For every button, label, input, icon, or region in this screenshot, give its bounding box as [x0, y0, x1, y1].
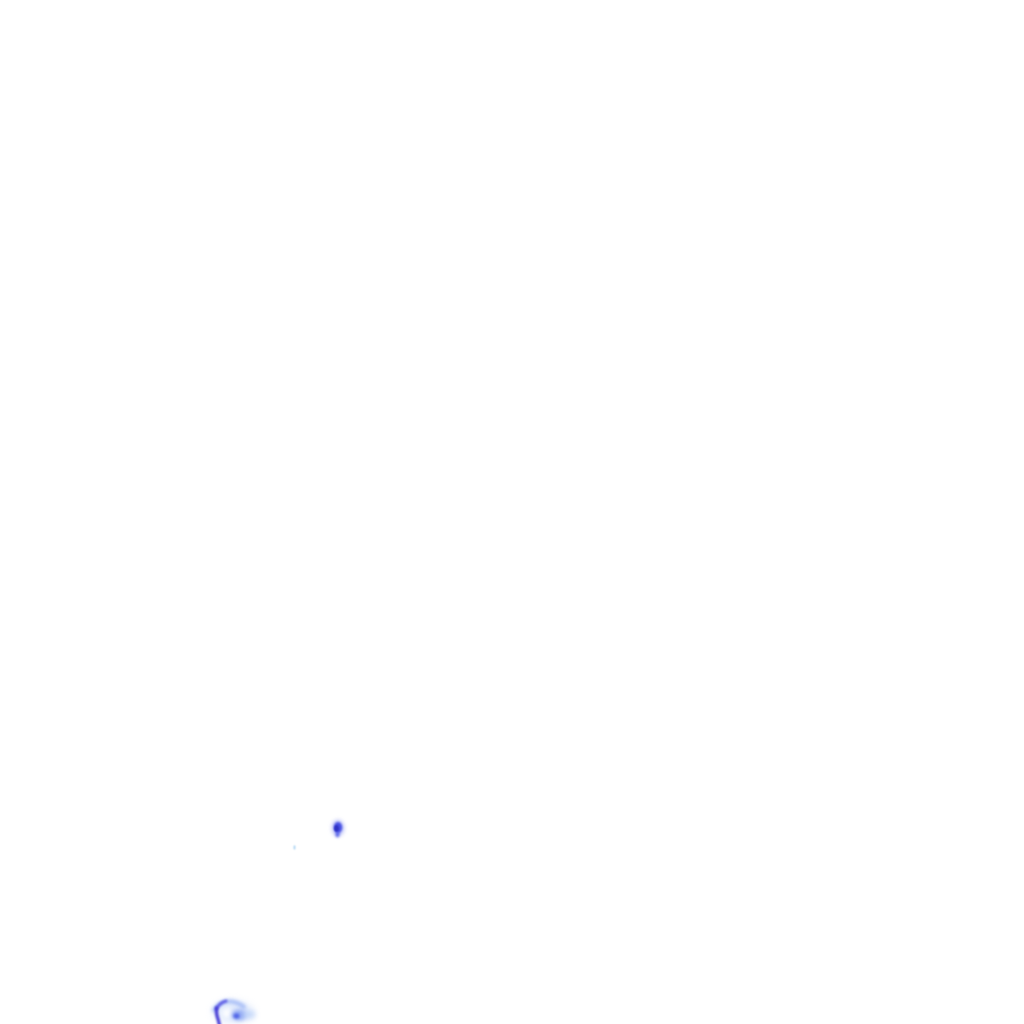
doodle-blob-fade: [242, 1010, 256, 1019]
doodle-gap-white: [222, 1008, 232, 1018]
doodle-blob-core: [233, 1013, 240, 1019]
ink-dot-tail: [335, 831, 340, 838]
doodle-left-stroke: [214, 1006, 222, 1024]
faint-speck: [293, 845, 296, 850]
ink-dot-core: [334, 825, 339, 832]
